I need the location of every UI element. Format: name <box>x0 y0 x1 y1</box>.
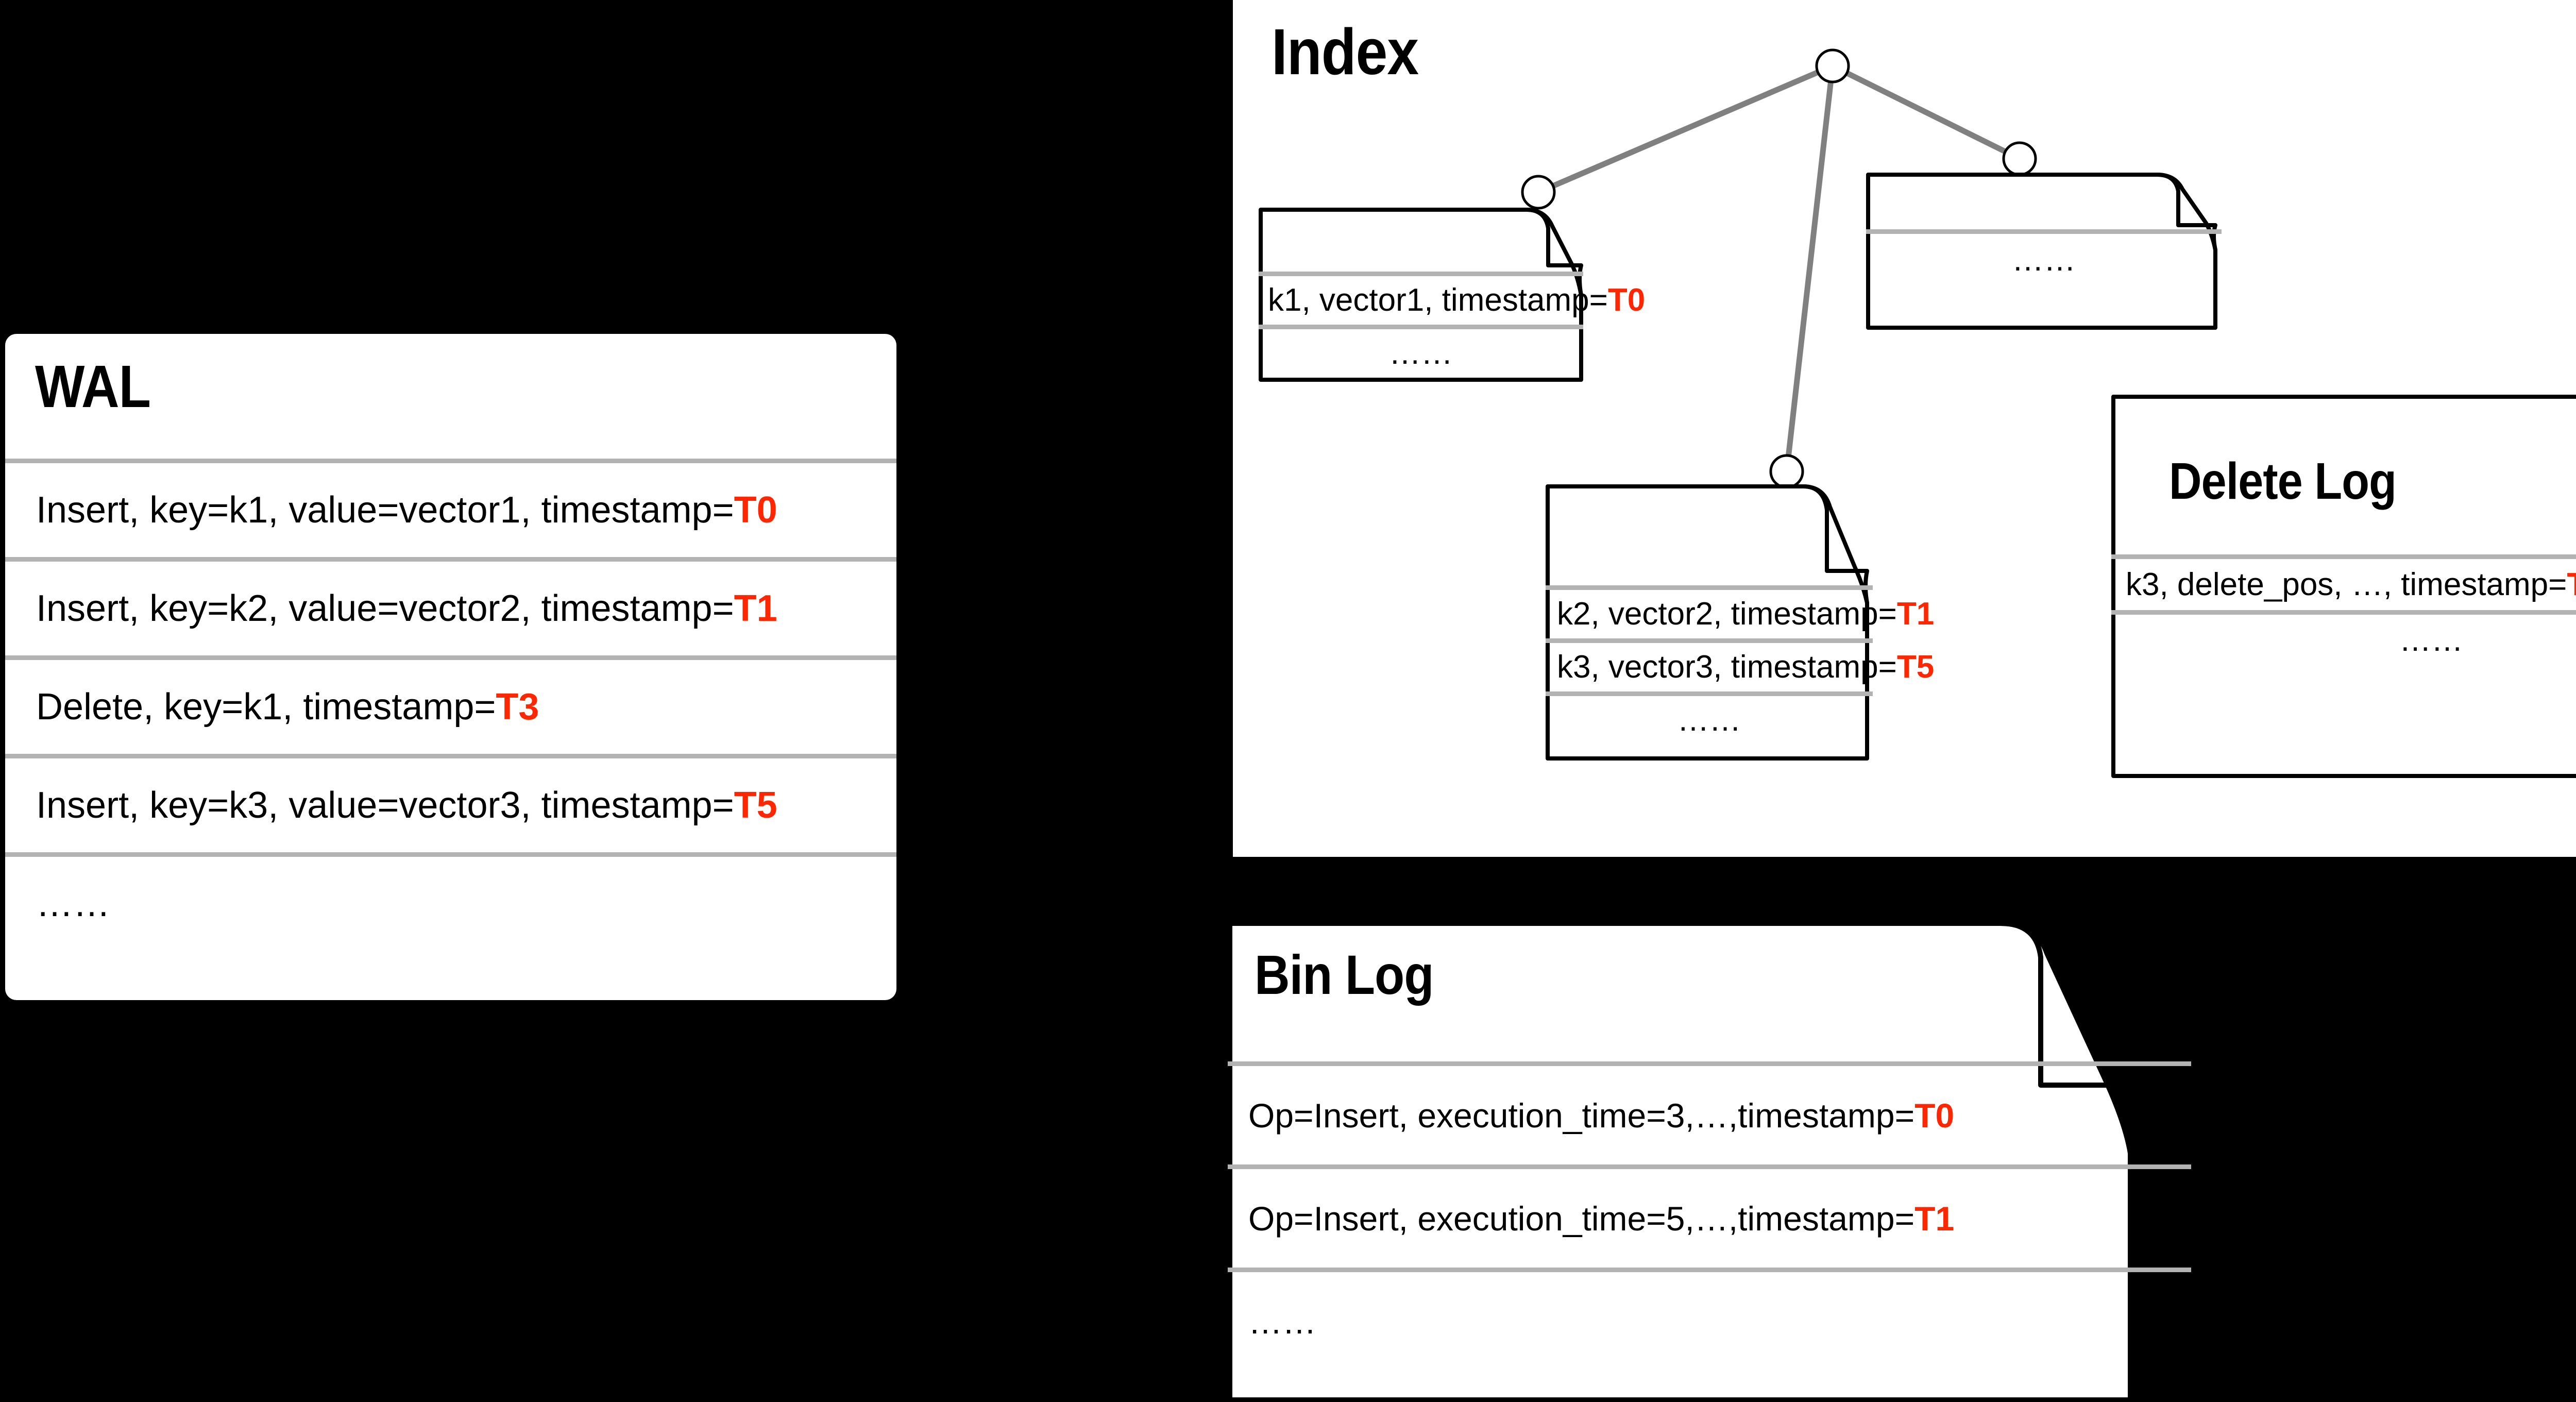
timestamp-value: T0 <box>734 489 777 531</box>
timestamp-value: T5 <box>734 785 777 826</box>
doc-row: k1, vector1, timestamp=T0 <box>1259 272 1645 325</box>
document-shape-delete-log <box>2111 395 2576 778</box>
bin-log-title: Bin Log <box>1255 943 1434 1006</box>
timestamp-value: T5 <box>1896 649 1935 685</box>
row-text: …… <box>1389 335 1453 371</box>
wal-title: WAL <box>35 353 151 420</box>
delete-log-title: Delete Log <box>2169 452 2397 510</box>
doc-row: k3, delete_pos, …, timestamp=T3 <box>2111 554 2576 610</box>
document-shape-right <box>1866 173 2217 330</box>
document-shape-k23 <box>1546 484 1869 761</box>
doc-row: k3, vector3, timestamp=T5 <box>1546 638 1934 691</box>
row-text: …… <box>36 883 110 924</box>
timestamp-value: T0 <box>1914 1096 1955 1135</box>
row-text: Insert, key=k3, value=vector3, timestamp… <box>36 785 777 826</box>
index-title: Index <box>1272 15 1419 88</box>
doc-row: k2, vector2, timestamp=T1 <box>1546 585 1934 638</box>
timestamp-value: T3 <box>2567 567 2576 602</box>
row-text: …… <box>2399 622 2463 658</box>
timestamp-value: T3 <box>496 686 539 728</box>
index-leaf-right: …… <box>1866 173 2222 330</box>
doc-row: …… <box>1228 1268 2191 1371</box>
wal-row: Insert, key=k1, value=vector1, timestamp… <box>5 459 896 557</box>
row-text: Op=Insert, execution_time=3,…,timestamp=… <box>1248 1096 1955 1135</box>
delete-log-panel: Delete Log k3, delete_pos, …, timestamp=… <box>2111 395 2576 778</box>
doc-row: …… <box>1546 691 1873 745</box>
row-text: Op=Insert, execution_time=5,…,timestamp=… <box>1248 1199 1955 1238</box>
doc-row: …… <box>1259 325 1583 378</box>
row-text: k3, delete_pos, …, timestamp=T3 <box>2126 567 2576 602</box>
timestamp-value: T1 <box>734 588 777 629</box>
timestamp-value: T0 <box>1607 282 1646 318</box>
row-text: Insert, key=k1, value=vector1, timestamp… <box>36 489 777 531</box>
row-text: k3, vector3, timestamp=T5 <box>1557 649 1935 685</box>
wal-panel <box>5 334 896 1000</box>
row-text: Delete, key=k1, timestamp=T3 <box>36 686 539 728</box>
wal-row: Insert, key=k3, value=vector3, timestamp… <box>5 754 896 852</box>
wal-row: Delete, key=k1, timestamp=T3 <box>5 655 896 754</box>
row-text: …… <box>2012 242 2076 278</box>
timestamp-value: T1 <box>1914 1199 1955 1238</box>
doc-row: …… <box>1866 229 2222 286</box>
row-text: k2, vector2, timestamp=T1 <box>1557 596 1935 632</box>
row-text: Insert, key=k2, value=vector2, timestamp… <box>36 588 777 629</box>
row-text: …… <box>1248 1302 1316 1341</box>
wal-row: …… <box>5 852 896 951</box>
doc-row: Op=Insert, execution_time=3,…,timestamp=… <box>1228 1061 2191 1164</box>
row-text: …… <box>1677 702 1741 738</box>
doc-row: …… <box>2111 610 2576 666</box>
wal-row: Insert, key=k2, value=vector2, timestamp… <box>5 557 896 655</box>
doc-row: Op=Insert, execution_time=5,…,timestamp=… <box>1228 1164 2191 1268</box>
bin-log-panel: Bin Log Op=Insert, execution_time=3,…,ti… <box>1227 921 2191 1402</box>
row-text: k1, vector1, timestamp=T0 <box>1268 282 1646 318</box>
index-leaf-k1: k1, vector1, timestamp=T0 …… <box>1259 208 1645 382</box>
index-leaf-k23: k2, vector2, timestamp=T1 k3, vector3, ti… <box>1546 484 1934 761</box>
document-shape-k1 <box>1259 208 1583 382</box>
document-shape-bin-log <box>1227 921 2133 1402</box>
timestamp-value: T1 <box>1896 596 1935 632</box>
